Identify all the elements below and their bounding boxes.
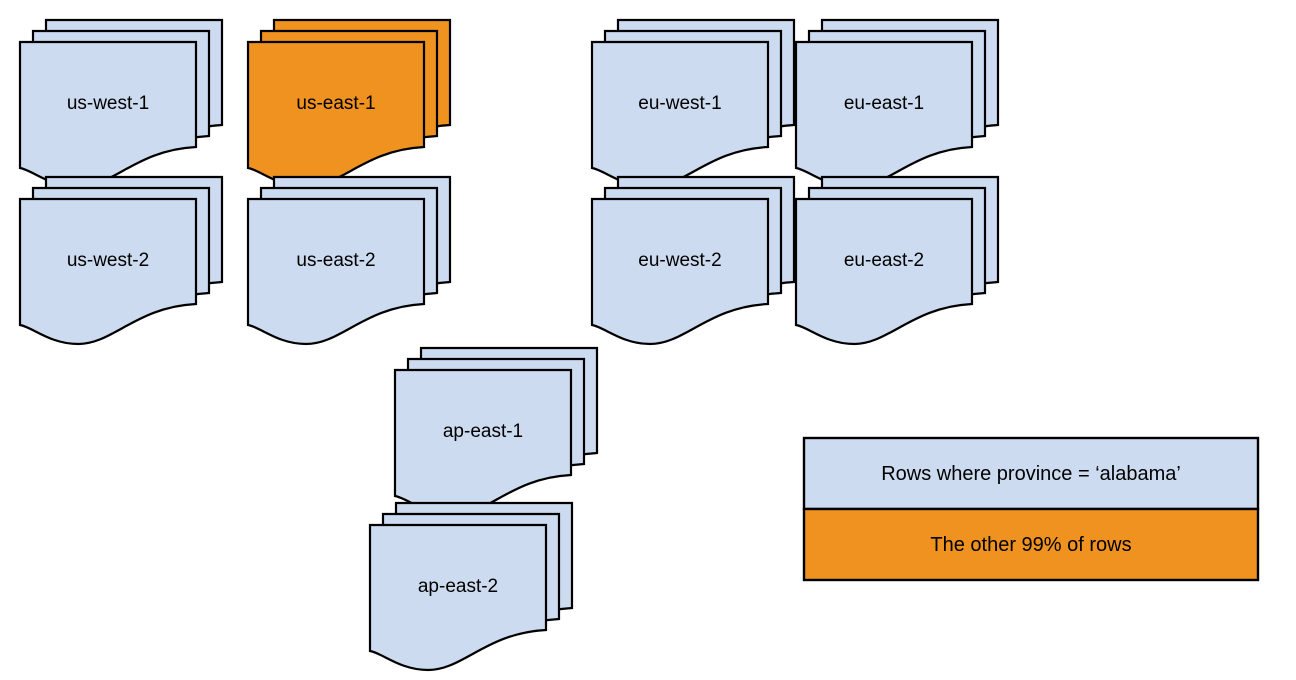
document-stack-us-east-2[interactable]: us-east-2 [246,175,452,346]
stack-sheet [246,197,426,346]
document-stack-us-west-2[interactable]: us-west-2 [18,175,224,346]
legend-swatch-blue [802,436,1260,511]
stack-sheet [794,197,974,346]
stack-layer: us-west-1 us-east-1 eu-west-1 eu-east-1 us-w… [18,18,1000,672]
document-stack-ap-east-1[interactable]: ap-east-1 [393,346,599,517]
stack-label-ap-east-2: ap-east-2 [418,576,498,597]
stack-label-us-west-1: us-west-1 [67,93,149,114]
document-stack-eu-east-2[interactable]: eu-east-2 [794,175,1000,346]
document-stack-ap-east-2[interactable]: ap-east-2 [368,501,574,672]
document-stack-eu-west-2[interactable]: eu-west-2 [590,175,796,346]
stack-label-us-east-2: us-east-2 [296,250,375,271]
stack-label-eu-east-2: eu-east-2 [844,250,924,271]
legend-box: Rows where province = ‘alabama’ The other… [802,436,1260,582]
stack-label-eu-west-1: eu-west-1 [638,93,721,114]
stack-label-us-west-2: us-west-2 [67,250,149,271]
legend-other-rows: The other 99% of rows [930,534,1131,556]
document-stack-eu-east-1[interactable]: eu-east-1 [794,18,1000,189]
document-stack-us-east-1[interactable]: us-east-1 [246,18,452,189]
document-stack-us-west-1[interactable]: us-west-1 [18,18,224,189]
stack-sheet [18,197,198,346]
stack-sheet [368,523,548,672]
document-stack-eu-west-1[interactable]: eu-west-1 [590,18,796,189]
stack-label-ap-east-1: ap-east-1 [443,421,523,442]
stack-label-eu-east-1: eu-east-1 [844,93,924,114]
stack-label-eu-west-2: eu-west-2 [638,250,721,271]
stack-label-us-east-1: us-east-1 [296,93,375,114]
legend-rows-alabama: Rows where province = ‘alabama’ [881,463,1181,485]
legend-swatch-orange [802,507,1260,582]
stack-sheet [590,197,770,346]
